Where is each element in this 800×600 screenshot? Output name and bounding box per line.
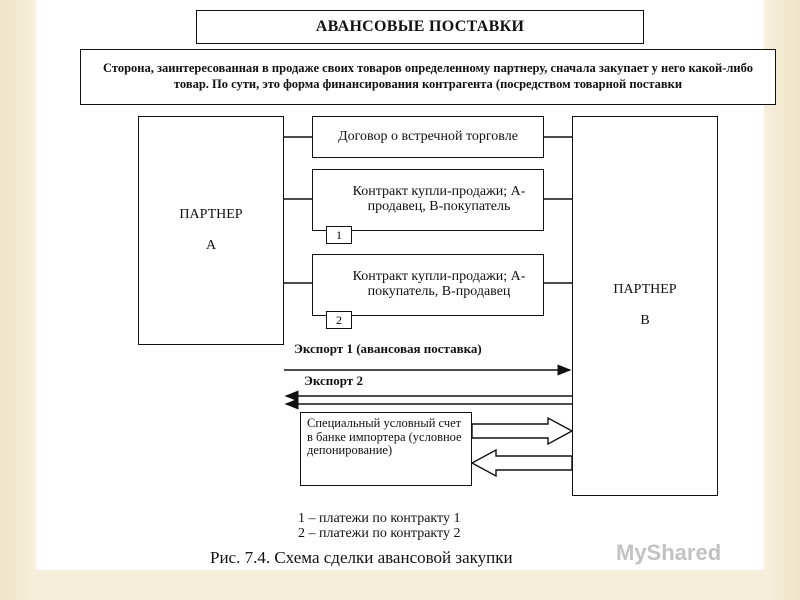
definition-box: Сторона, заинтересованная в продаже свои… [80, 49, 776, 105]
partner-a-letter: А [205, 237, 217, 253]
partner-b-box: ПАРТНЕР В [572, 116, 718, 496]
export-2-label: Экспорт 2 [304, 373, 363, 388]
partner-a-label: ПАРТНЕР [179, 206, 243, 222]
figure-caption: Рис. 7.4. Схема сделки авансовой закупки [210, 548, 513, 567]
legend-payment-1: 1 – платежи по контракту 1 [298, 511, 461, 526]
watermark-logo: MyShared [616, 540, 722, 565]
escrow-account-box: Специальный условный счет в банке импорт… [300, 412, 472, 486]
contract-1-box: Контракт купли-продажи; А-продавец, В-по… [312, 169, 544, 231]
legend-payment-2: 2 – платежи по контракту 2 [298, 526, 461, 541]
diagram-title: АВАНСОВЫЕ ПОСТАВКИ [196, 10, 644, 44]
partner-b-letter: В [640, 313, 650, 328]
partner-b-label: ПАРТНЕР [613, 282, 677, 298]
partner-a-box: ПАРТНЕР А [138, 116, 284, 345]
contract-1-number: 1 [326, 226, 352, 244]
counter-trade-agreement-box: Договор о встречной торговле [312, 116, 544, 158]
export-1-label: Экспорт 1 (авансовая поставка) [294, 341, 482, 356]
contract-2-number: 2 [326, 311, 352, 329]
contract-2-box: Контракт купли-продажи; А-покупатель, В-… [312, 254, 544, 316]
